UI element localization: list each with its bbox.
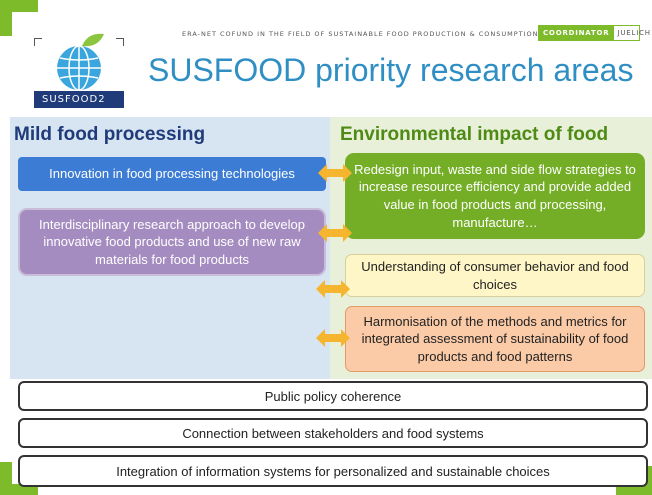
logo-bracket-left — [34, 38, 42, 46]
coordinator-label: COORDINATOR — [539, 26, 614, 40]
left-column-heading: Mild food processing — [14, 124, 206, 145]
box-food-processing-innovation: Innovation in food processing technologi… — [18, 157, 326, 191]
corner-accent-top-left-h — [0, 0, 38, 12]
coordinator-badge: COORDINATOR JUELICH — [538, 25, 650, 41]
globe-icon — [57, 33, 104, 91]
cross-cutting-stakeholder-connection: Connection between stakeholders and food… — [18, 418, 648, 448]
right-column-heading: Environmental impact of food — [340, 124, 609, 145]
box-sustainability-assessment: Harmonisation of the methods and metrics… — [345, 306, 645, 372]
cross-cutting-policy-coherence: Public policy coherence — [18, 381, 648, 411]
double-arrow-2 — [318, 224, 352, 242]
logo-badge: SUSFOOD2 — [34, 91, 124, 108]
box-resource-efficiency: Redesign input, waste and side flow stra… — [345, 153, 645, 239]
double-arrow-4 — [316, 329, 350, 347]
corner-accent-bottom-left-h — [0, 484, 38, 495]
susfood-logo: SUSFOOD2 — [34, 24, 124, 108]
double-arrow-1 — [318, 164, 352, 182]
double-arrow-3 — [316, 280, 350, 298]
corner-accent-bottom-right-h — [616, 484, 652, 495]
cross-cutting-information-systems: Integration of information systems for p… — [18, 455, 648, 487]
box-interdisciplinary-research: Interdisciplinary research approach to d… — [18, 208, 326, 276]
page-title: SUSFOOD priority research areas — [148, 52, 634, 88]
box-consumer-behavior: Understanding of consumer behavior and f… — [345, 254, 645, 297]
header-tagline: ERA-NET COFUND IN THE FIELD OF SUSTAINAB… — [182, 30, 539, 38]
coordinator-name: JUELICH — [617, 29, 651, 37]
logo-bracket-right — [116, 38, 124, 46]
